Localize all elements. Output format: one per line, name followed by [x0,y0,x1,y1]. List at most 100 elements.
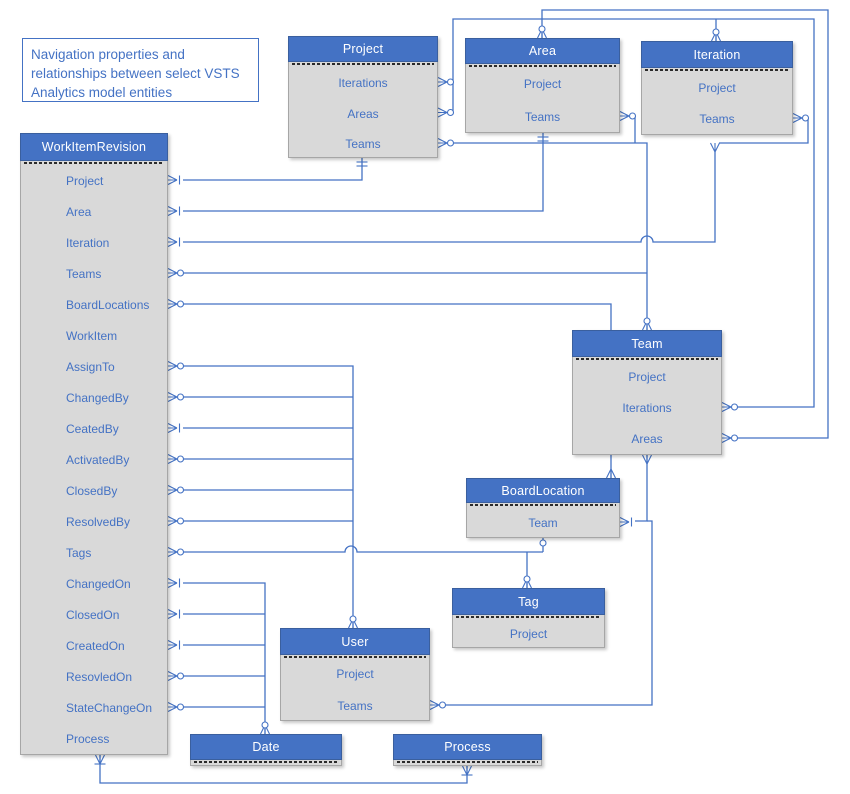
zero-circle-marker [176,486,185,494]
field-workitemrevision-resolvedby: ResolvedBy [66,515,131,529]
field-workitemrevision-teams: Teams [66,267,102,281]
field-workitemrevision-closedby: ClosedBy [66,484,118,498]
field-team-project: Project [628,370,666,384]
connector-wir-changedon [183,582,266,734]
field-project-teams: Teams [345,137,381,151]
zero-circle-marker [730,434,739,442]
crow-foot-marker [167,609,178,619]
entity-header-process: Process [393,734,542,760]
crow-foot-marker [167,671,178,681]
crow-foot-marker [619,517,630,527]
zero-circle-marker [538,25,546,33]
crow-foot-marker [167,702,178,712]
crow-foot-marker [95,754,105,765]
field-workitemrevision-activatedby: ActivatedBy [66,453,130,467]
field-workitemrevision-project: Project [66,174,104,188]
field-workitemrevision-changedby: ChangedBy [66,391,129,405]
header-divider [194,761,338,763]
header-divider [24,162,164,164]
crow-foot-marker [167,206,178,216]
connector-wir-project [183,158,363,181]
field-workitemrevision-area: Area [66,205,92,219]
crow-foot-marker [167,361,178,371]
crow-foot-marker [167,578,178,588]
zero-circle-marker [438,701,447,709]
field-area-teams: Teams [524,110,561,124]
crow-foot-marker [167,516,178,526]
zero-circle-marker [176,703,185,711]
header-divider [284,656,426,658]
field-iteration-project: Project [698,81,736,95]
field-workitemrevision-changedon: ChangedOn [66,577,131,591]
connector-wir-boardlocations [183,303,612,478]
connector-project-teams-to-team [453,142,648,330]
zero-circle-marker [643,317,651,325]
crow-foot-marker [437,77,448,87]
zero-circle-marker [801,114,810,122]
crow-foot-marker [721,433,732,443]
connector-user-teams-to-team [445,520,653,706]
field-workitemrevision-closedon: ClosedOn [66,608,120,622]
zero-circle-marker [176,548,185,556]
entity-header-area: Area [465,38,620,64]
header-divider [456,616,601,618]
crow-foot-marker [462,765,472,776]
crow-foot-marker [167,299,178,309]
crow-foot-marker [167,423,178,433]
entity-date: Date [190,734,342,766]
crow-foot-marker [429,700,440,710]
connector-iteration-teams-join [719,118,809,144]
field-workitemrevision-iteration: Iteration [66,236,110,250]
zero-circle-marker [446,139,455,147]
field-user-project: Project [336,667,374,681]
header-divider [292,63,434,65]
field-workitemrevision-tags: Tags [66,546,92,560]
field-tag-project: Project [509,627,548,641]
field-project-iterations: Iterations [338,76,388,90]
zero-circle-marker [176,393,185,401]
field-workitemrevision-resovledon: ResovledOn [66,670,133,684]
field-user-teams: Teams [337,699,373,713]
entity-header-project: Project [288,36,438,62]
header-divider [470,504,616,506]
entity-header-iteration: Iteration [641,41,793,68]
zero-circle-marker [176,455,185,463]
zero-circle-marker [446,108,455,117]
connector-wir-iteration [183,152,716,243]
crow-foot-marker [642,454,652,465]
field-workitemrevision-assignto: AssignTo [66,360,115,374]
crow-foot-marker [167,175,178,185]
connector-wir-area [183,133,544,212]
crow-foot-marker [167,547,178,557]
connector-boardlocation-team [635,455,648,522]
entity-header-date: Date [190,734,342,760]
crow-foot-marker [721,402,732,412]
zero-circle-marker [349,615,357,623]
header-divider [469,65,616,67]
entity-header-team: Team [572,330,722,357]
crow-foot-marker [792,113,803,123]
connector-project-rows-to-iteration-rail [452,18,815,408]
field-workitemrevision-ceatedby: CeatedBy [66,422,119,436]
crow-foot-marker [167,640,178,650]
field-team-iterations: Iterations [622,401,672,415]
zero-circle-marker [712,28,720,36]
crow-foot-marker [167,392,178,402]
crow-foot-marker [437,107,448,118]
crow-foot-marker [167,237,178,247]
connector-wir-assignto [183,365,354,628]
entity-header-tag: Tag [452,588,605,615]
field-project-areas: Areas [347,106,379,121]
zero-circle-marker [176,362,185,370]
crow-foot-marker [606,468,616,479]
crow-foot-marker [710,142,720,153]
field-workitemrevision-workitem: WorkItem [66,329,118,343]
header-divider [576,358,718,360]
field-workitemrevision-createdon: CreatedOn [66,639,125,653]
connector-wir-tags [183,545,543,553]
